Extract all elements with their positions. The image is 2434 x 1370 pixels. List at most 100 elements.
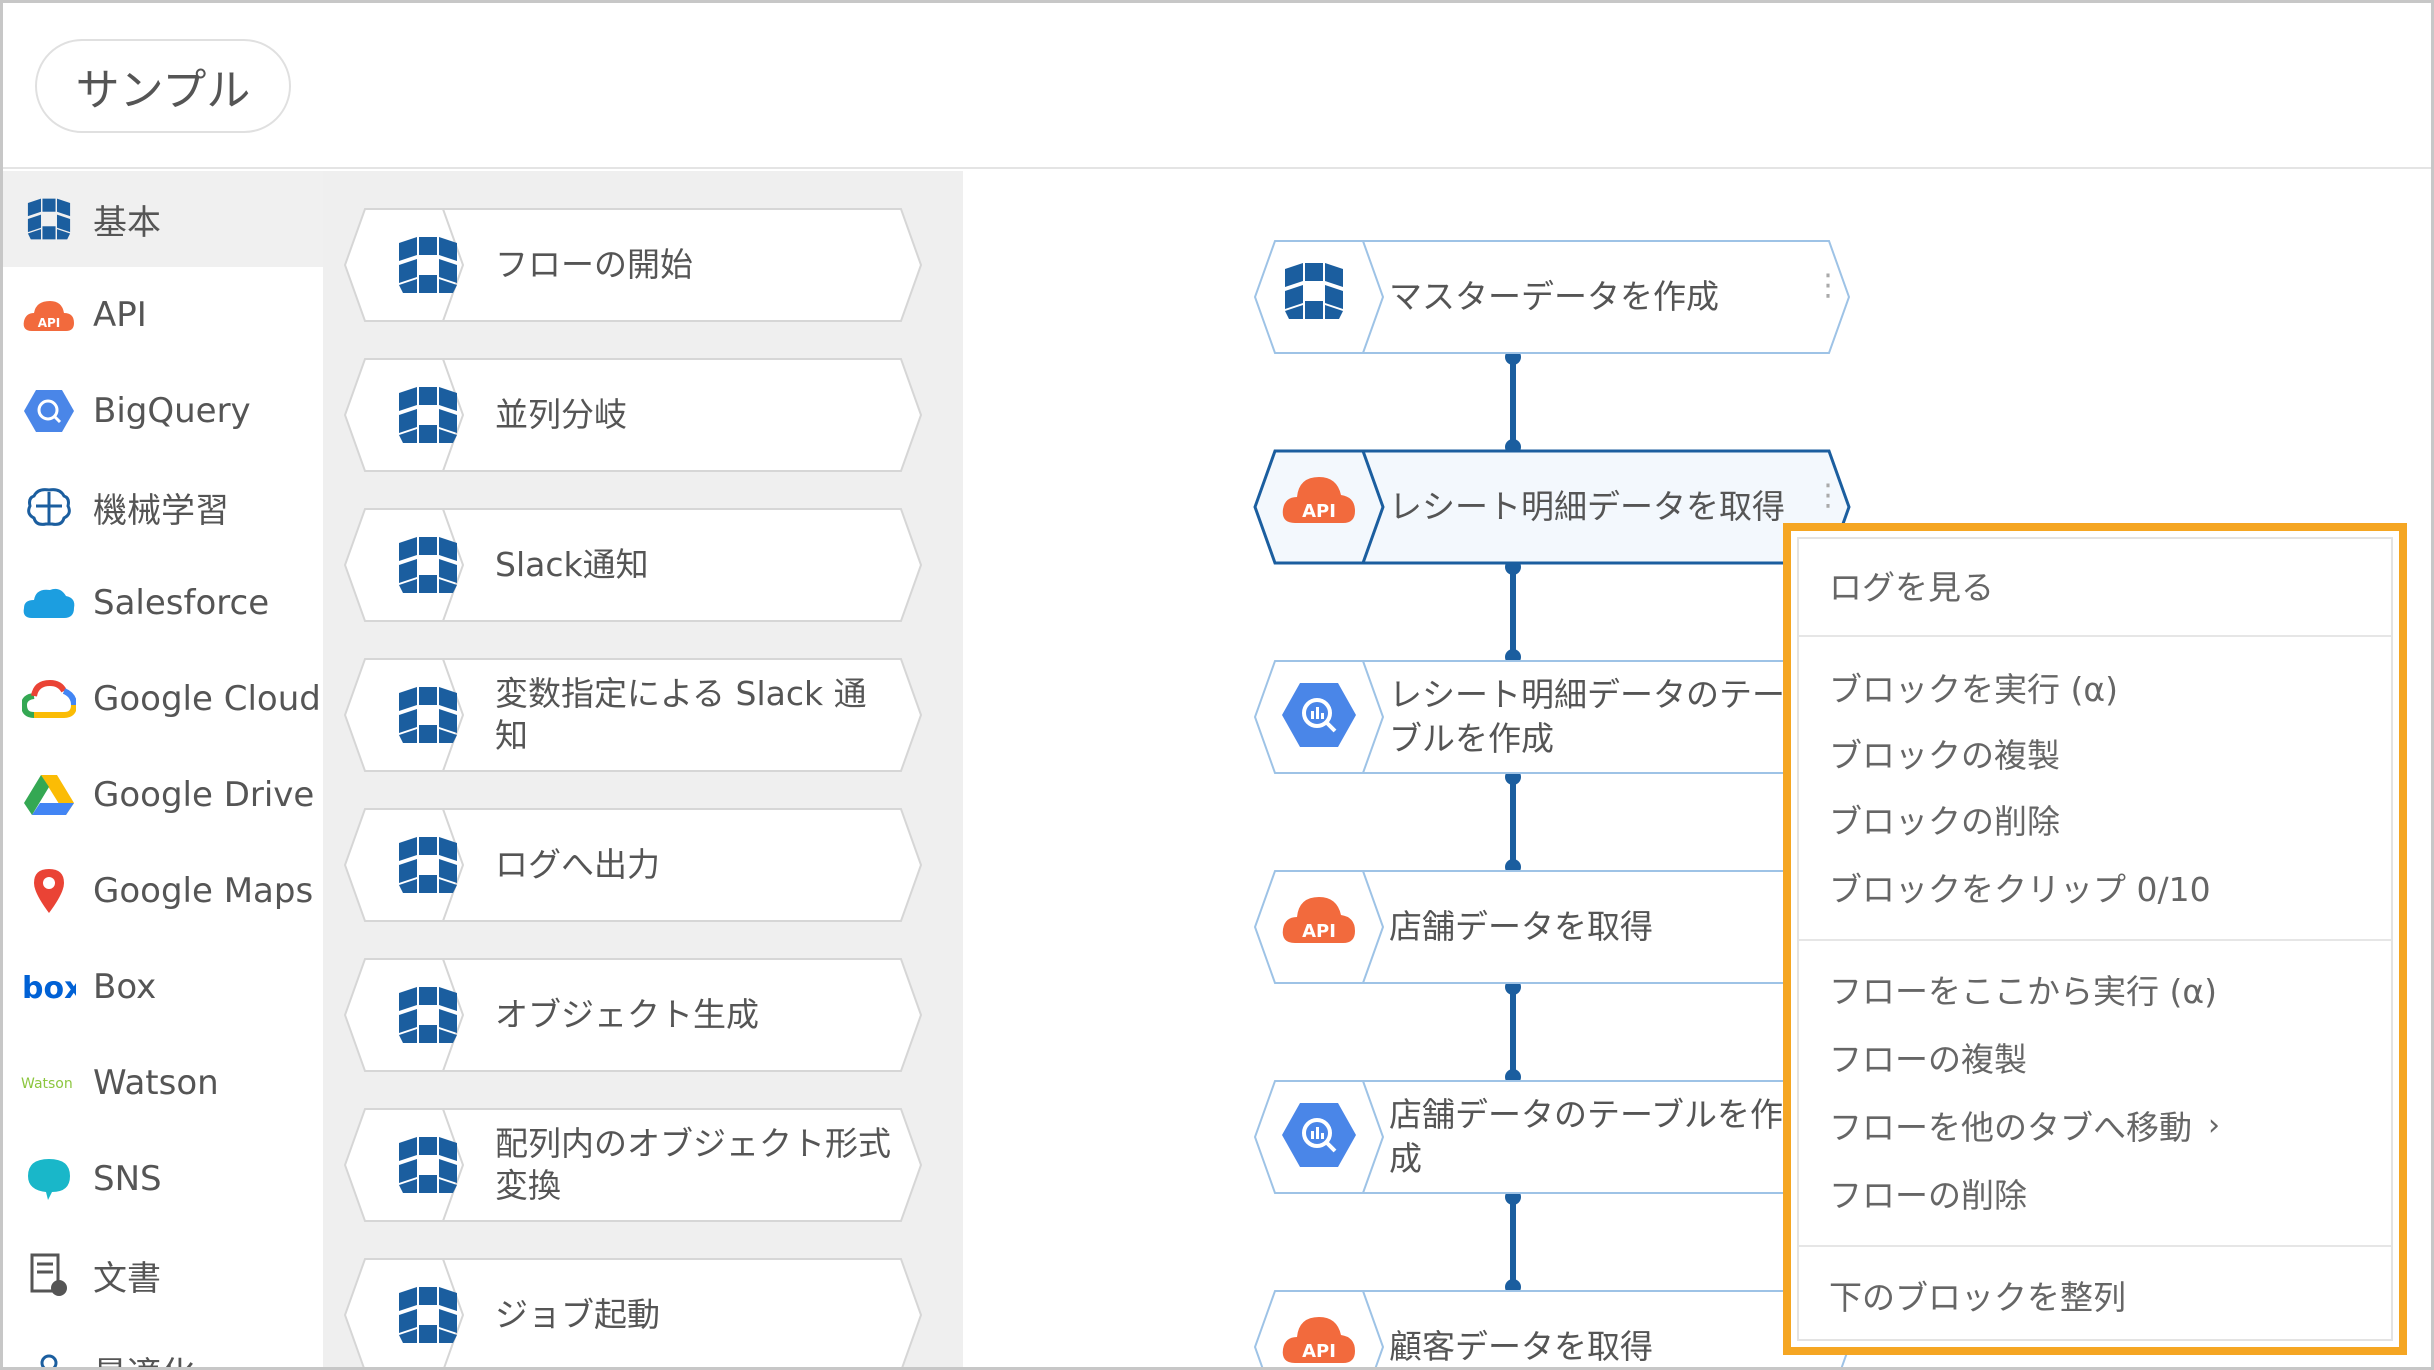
palette-block-label: 変数指定による Slack 通知 <box>495 674 867 755</box>
menu-item-delete-block[interactable]: ブロックの削除 <box>1829 802 2060 841</box>
category-optimize[interactable]: 最適化 <box>3 1323 323 1368</box>
palette-block[interactable]: ジョブ起動 <box>343 1257 923 1367</box>
google-drive-icon <box>21 767 77 823</box>
category-document[interactable]: 文書 <box>3 1227 323 1323</box>
svg-text:box: box <box>22 971 76 1004</box>
cube-icon <box>395 385 461 445</box>
flow-connector <box>1510 355 1516 449</box>
cube-icon <box>395 835 461 895</box>
flow-block-label: 顧客データを取得 <box>1389 1327 1653 1366</box>
palette-block[interactable]: 変数指定による Slack 通知 <box>343 657 923 773</box>
category-label: Box <box>93 967 157 1007</box>
menu-item-clip-block[interactable]: ブロックをクリップ 0/10 <box>1829 870 2211 909</box>
menu-item-move-flow-to-tab[interactable]: フローを他のタブへ移動 › <box>1829 1095 2220 1155</box>
cube-icon <box>395 1285 461 1345</box>
tab-sample[interactable]: サンプル <box>35 39 291 133</box>
category-google-drive[interactable]: Google Drive <box>3 747 323 843</box>
cube-icon <box>395 1135 461 1195</box>
flow-block-label: レシート明細データを取得 <box>1389 487 1785 526</box>
box-logo-icon: box <box>21 959 77 1015</box>
flow-connector <box>1510 1195 1516 1289</box>
bigquery-icon <box>1281 681 1357 753</box>
category-google-maps[interactable]: Google Maps <box>3 843 323 939</box>
menu-item-align-blocks-below[interactable]: 下のブロックを整列 <box>1829 1278 2126 1317</box>
cube-icon <box>395 535 461 595</box>
flow-block[interactable]: レシート明細データのテー ブルを作成⋮ <box>1253 659 1853 775</box>
block-context-menu: ログを見る ブロックを実行 (α) ブロックの複製 ブロックの削除 ブロックをク… <box>1797 537 2393 1341</box>
palette-block[interactable]: ログへ出力 <box>343 807 923 923</box>
api-cloud-icon: API <box>21 287 77 343</box>
category-label: Google Cloud <box>93 679 321 719</box>
cube-icon <box>395 235 461 295</box>
category-label: BigQuery <box>93 391 251 431</box>
category-label: 文書 <box>93 1258 161 1299</box>
svg-text:API: API <box>1302 921 1336 942</box>
category-api[interactable]: API API <box>3 267 323 363</box>
cube-icon <box>1281 261 1357 333</box>
more-vertical-icon[interactable]: ⋮ <box>1813 478 1843 513</box>
menu-item-duplicate-flow[interactable]: フローの複製 <box>1829 1040 2027 1079</box>
cube-icon <box>21 191 77 247</box>
category-bigquery[interactable]: BigQuery <box>3 363 323 459</box>
palette-block-label: Slack通知 <box>495 545 649 584</box>
category-sidebar: 基本 API API BigQuery 機械学習 Salesforce <box>3 171 323 1368</box>
category-google-cloud[interactable]: Google Cloud <box>3 651 323 747</box>
flow-block-label: 店舗データのテーブルを作 成 <box>1389 1095 1784 1178</box>
palette-block-label: 配列内のオブジェクト形式 変換 <box>495 1124 891 1205</box>
category-sns[interactable]: SNS <box>3 1131 323 1227</box>
bigquery-icon <box>21 383 77 439</box>
api-cloud-icon: API <box>1281 1311 1357 1367</box>
document-icon <box>21 1247 77 1303</box>
palette-block-label: 並列分岐 <box>495 395 627 434</box>
menu-item-delete-flow[interactable]: フローの削除 <box>1829 1176 2027 1215</box>
palette-block-label: ジョブ起動 <box>495 1295 660 1334</box>
menu-item-duplicate-block[interactable]: ブロックの複製 <box>1829 736 2060 775</box>
map-pin-icon <box>21 863 77 919</box>
flow-block-label: 店舗データを取得 <box>1389 907 1653 946</box>
category-label: 基本 <box>93 202 161 243</box>
flow-connector <box>1510 775 1516 869</box>
category-watson[interactable]: Watson Watson <box>3 1035 323 1131</box>
flow-block-label: レシート明細データのテー ブルを作成 <box>1389 675 1785 758</box>
flow-block[interactable]: マスターデータを作成⋮ <box>1253 239 1853 355</box>
flow-block[interactable]: 店舗データのテーブルを作 成⋮ <box>1253 1079 1853 1195</box>
salesforce-cloud-icon <box>21 575 77 631</box>
palette-block[interactable]: 配列内のオブジェクト形式 変換 <box>343 1107 923 1223</box>
category-basic[interactable]: 基本 <box>3 171 323 267</box>
category-label: SNS <box>93 1159 162 1199</box>
menu-divider <box>1799 635 2391 637</box>
menu-divider <box>1799 1245 2391 1247</box>
context-menu-highlight: ログを見る ブロックを実行 (α) ブロックの複製 ブロックの削除 ブロックをク… <box>1783 523 2407 1355</box>
chat-bubble-icon <box>21 1151 77 1207</box>
watson-logo-icon: Watson <box>21 1055 77 1111</box>
category-label: 最適化 <box>93 1347 195 1368</box>
brain-icon <box>21 479 77 535</box>
header: サンプル <box>3 3 2431 169</box>
api-cloud-icon: API <box>1281 891 1357 963</box>
category-label: Salesforce <box>93 583 270 623</box>
svg-text:Watson: Watson <box>21 1076 73 1092</box>
cube-icon <box>395 685 461 745</box>
palette-block[interactable]: 並列分岐 <box>343 357 923 473</box>
menu-item-run-flow-from-here[interactable]: フローをここから実行 (α) <box>1829 972 2217 1011</box>
category-label: API <box>93 295 147 335</box>
palette-block[interactable]: オブジェクト生成 <box>343 957 923 1073</box>
api-cloud-icon: API <box>1281 471 1357 543</box>
palette-block[interactable]: Slack通知 <box>343 507 923 623</box>
flow-connector <box>1510 985 1516 1079</box>
palette-block[interactable]: フローの開始 <box>343 207 923 323</box>
bigquery-icon <box>1281 1101 1357 1173</box>
category-machine-learning[interactable]: 機械学習 <box>3 459 323 555</box>
flow-block-selected[interactable]: API レシート明細データを取得 ⋮ <box>1253 449 1853 565</box>
palette-block-label: オブジェクト生成 <box>495 995 759 1034</box>
category-salesforce[interactable]: Salesforce <box>3 555 323 651</box>
menu-divider <box>1799 939 2391 941</box>
category-box[interactable]: box Box <box>3 939 323 1035</box>
menu-item-view-log[interactable]: ログを見る <box>1829 568 1994 607</box>
menu-item-run-block[interactable]: ブロックを実行 (α) <box>1829 670 2118 709</box>
palette-block-label: フローの開始 <box>495 245 693 284</box>
more-vertical-icon[interactable]: ⋮ <box>1813 268 1843 303</box>
